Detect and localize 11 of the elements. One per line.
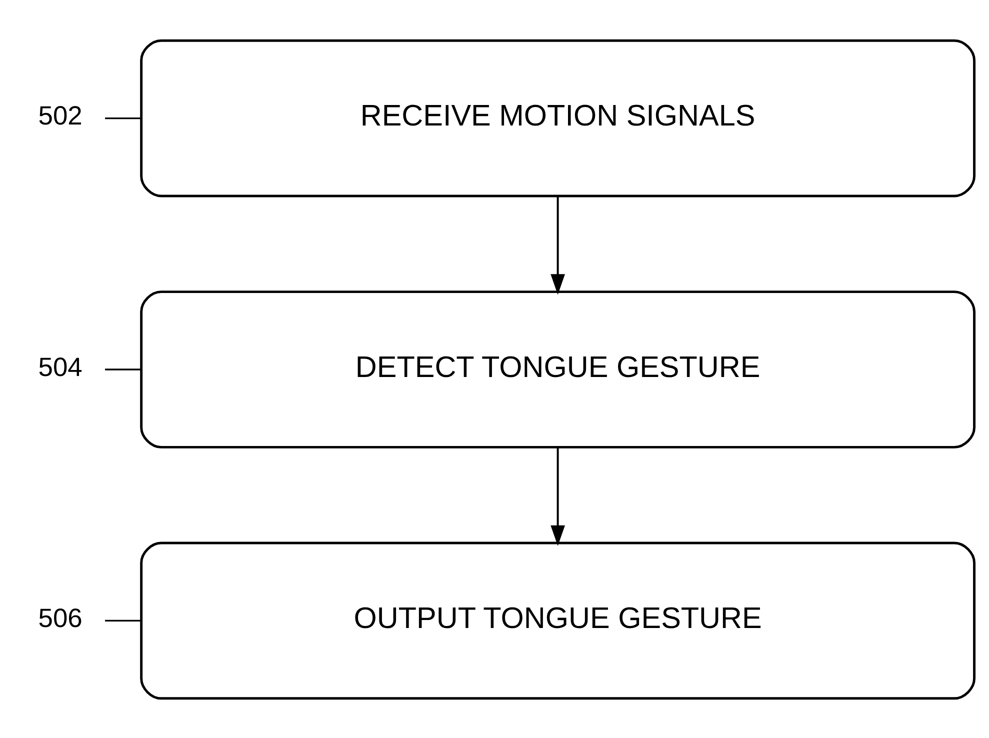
node-box: DETECT TONGUE GESTURE bbox=[140, 290, 976, 448]
node-text: 506 bbox=[38, 602, 82, 632]
node-box: OUTPUT TONGUE GESTURE bbox=[140, 541, 976, 700]
connector bbox=[104, 368, 141, 370]
arrow bbox=[550, 196, 564, 294]
node-box: RECEIVE MOTION SIGNALS bbox=[140, 38, 976, 197]
node-text: 502 bbox=[38, 100, 82, 130]
arrow bbox=[550, 447, 564, 546]
connector bbox=[104, 619, 141, 622]
connector bbox=[104, 116, 141, 119]
node-text: 504 bbox=[38, 351, 82, 382]
